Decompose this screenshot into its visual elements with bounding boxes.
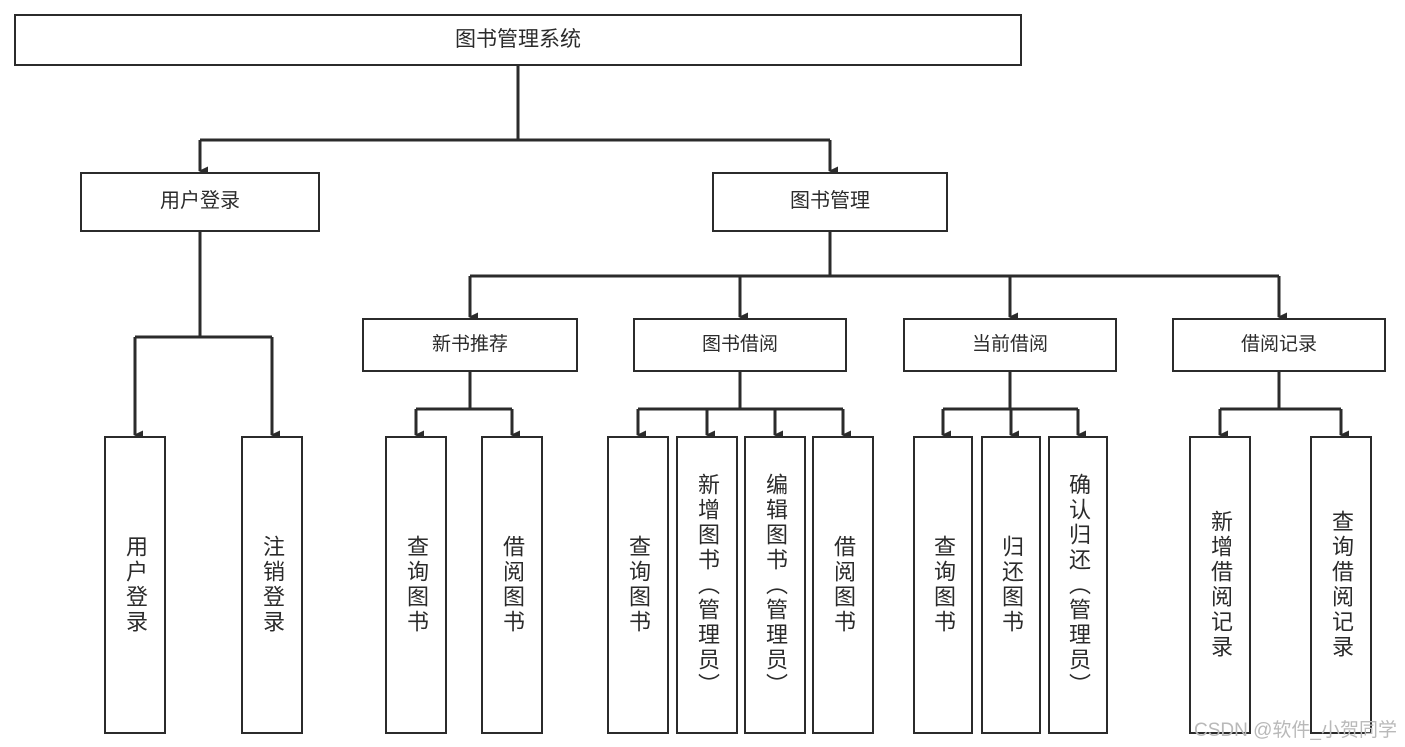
node-borrow-record[interactable]: 借阅记录: [1172, 318, 1386, 372]
node-label: 图书管理: [790, 190, 870, 213]
node-label: 新书推荐: [431, 333, 508, 355]
leaf-query-book-borrow[interactable]: 查询图书: [607, 436, 669, 734]
node-label: 借阅图书: [500, 535, 525, 635]
leaf-query-book-recommend[interactable]: 查询图书: [385, 436, 447, 734]
node-label: 注销登录: [260, 535, 285, 635]
node-label: 查询图书: [931, 535, 956, 635]
leaf-query-borrow-record[interactable]: 查询借阅记录: [1310, 436, 1372, 734]
leaf-borrow-book-recommend[interactable]: 借阅图书: [481, 436, 543, 734]
node-label: 归还图书: [999, 535, 1024, 635]
connector-group: [133, 66, 1349, 440]
leaf-add-borrow-record[interactable]: 新增借阅记录: [1189, 436, 1251, 734]
node-label: 用户登录: [160, 190, 240, 213]
node-label: 确认归还（管理员）: [1066, 472, 1091, 698]
node-label: 查询图书: [626, 535, 651, 635]
node-label: 用户登录: [123, 535, 148, 635]
leaf-user-login[interactable]: 用户登录: [104, 436, 166, 734]
node-label: 新增图书（管理员）: [695, 472, 720, 698]
leaf-edit-book-admin[interactable]: 编辑图书（管理员）: [744, 436, 806, 734]
node-new-book-recommend[interactable]: 新书推荐: [362, 318, 578, 372]
node-current-borrow[interactable]: 当前借阅: [903, 318, 1117, 372]
node-label: 借阅图书: [831, 535, 856, 635]
node-book-management[interactable]: 图书管理: [712, 172, 948, 232]
node-label: 图书管理系统: [455, 27, 581, 51]
node-label: 查询图书: [404, 535, 429, 635]
leaf-return-book[interactable]: 归还图书: [981, 436, 1041, 734]
node-label: 借阅记录: [1240, 333, 1317, 355]
node-book-borrow[interactable]: 图书借阅: [633, 318, 847, 372]
leaf-logout[interactable]: 注销登录: [241, 436, 303, 734]
leaf-borrow-book[interactable]: 借阅图书: [812, 436, 874, 734]
leaf-query-book-current[interactable]: 查询图书: [913, 436, 973, 734]
node-user-login[interactable]: 用户登录: [80, 172, 320, 232]
node-root-system[interactable]: 图书管理系统: [14, 14, 1022, 66]
node-label: 查询借阅记录: [1329, 510, 1354, 660]
leaf-confirm-return-admin[interactable]: 确认归还（管理员）: [1048, 436, 1108, 734]
node-label: 图书借阅: [701, 333, 778, 355]
node-label: 新增借阅记录: [1208, 510, 1233, 660]
leaf-add-book-admin[interactable]: 新增图书（管理员）: [676, 436, 738, 734]
node-label: 当前借阅: [971, 333, 1048, 355]
node-label: 编辑图书（管理员）: [763, 472, 788, 698]
